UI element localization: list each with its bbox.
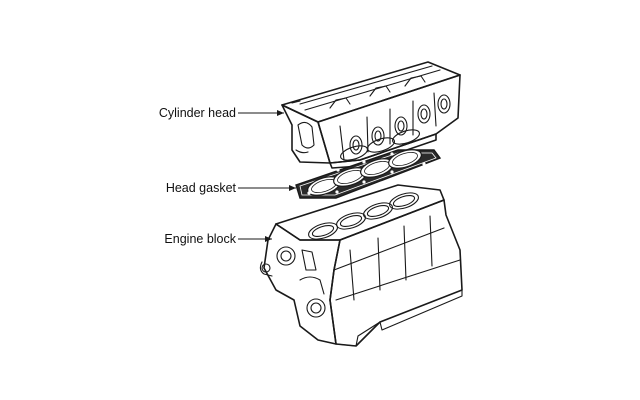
label-engine-block: Engine block <box>164 232 236 246</box>
cylinder-head-drawing <box>281 61 461 169</box>
label-cylinder-head: Cylinder head <box>158 106 236 120</box>
engine-block-drawing <box>259 184 463 347</box>
leader-lines <box>238 110 296 242</box>
label-head-gasket: Head gasket <box>165 181 236 195</box>
head-gasket-drawing <box>295 149 442 199</box>
